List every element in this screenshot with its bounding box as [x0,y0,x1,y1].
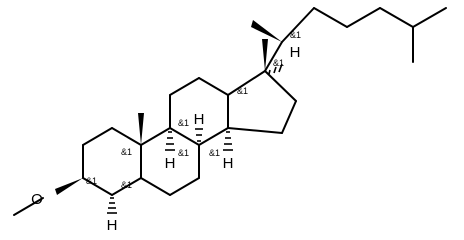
ring-c [169,77,229,146]
stereo-c20: &1 [290,30,301,40]
methyl-c18-wedge [262,39,268,71]
ring-a [82,127,142,196]
hashed-bond-h17 [268,63,283,75]
stereo-c17: &1 [273,58,284,68]
h-c8-label: H [194,111,205,128]
hashed-bond-h9 [165,131,175,151]
methyl-c19-wedge [138,113,144,145]
oxygen-label: O [31,191,43,208]
hashed-bond-h8 [195,128,203,142]
h-c9-label: H [165,155,176,172]
methoxy-group [13,178,83,216]
stereo-c10: &1 [121,147,132,157]
stereo-c5: &1 [121,180,132,190]
side-chain [264,7,447,72]
h-c14-label: H [223,155,234,172]
ring-b [140,127,200,196]
h-c5-label: H [107,217,118,234]
h-c17-label: H [290,44,301,61]
methyl-c21-wedge [251,20,282,42]
stereo-c8: &1 [178,148,189,158]
hashed-bond-h14 [223,131,233,151]
hashed-bond-h5 [107,197,117,214]
stereo-c13: &1 [237,86,248,96]
stereo-c14: &1 [209,148,220,158]
stereo-c9: &1 [178,118,189,128]
stereo-c3: &1 [86,176,97,186]
c3-o-wedge [55,178,83,195]
ring-d [227,70,297,134]
